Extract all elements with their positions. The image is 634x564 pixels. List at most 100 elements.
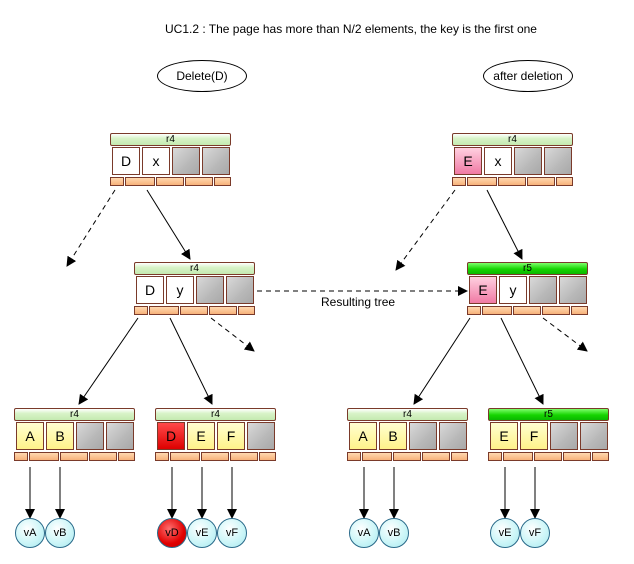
key-cell: A xyxy=(16,422,44,450)
value-node: vB xyxy=(379,518,409,548)
child-pointer-slot xyxy=(89,452,117,461)
delete-label: Delete(D) xyxy=(157,60,247,92)
key-cell: A xyxy=(349,422,377,450)
child-pointer-slot xyxy=(209,306,237,315)
child-pointer-slot xyxy=(259,452,276,461)
value-node: vA xyxy=(15,518,45,548)
page-header: r4 xyxy=(347,408,468,421)
page-header: r5 xyxy=(488,408,609,421)
child-pointer-slot xyxy=(498,177,526,186)
resulting-tree-label: Resulting tree xyxy=(321,295,396,309)
child-pointer-slot xyxy=(488,452,502,461)
child-pointer-slot xyxy=(134,306,148,315)
child-pointer-slot xyxy=(467,306,481,315)
empty-cell xyxy=(172,147,200,175)
empty-cell xyxy=(247,422,275,450)
empty-cell xyxy=(439,422,467,450)
empty-cell xyxy=(202,147,230,175)
child-pointer-slot xyxy=(238,306,255,315)
child-pointer-slot xyxy=(201,452,229,461)
child-pointer-slot xyxy=(534,452,562,461)
child-pointer-slot xyxy=(422,452,450,461)
child-pointer-slot xyxy=(149,306,179,315)
empty-cell xyxy=(544,147,572,175)
key-cell: D xyxy=(157,422,185,450)
child-pointer-slot xyxy=(347,452,361,461)
key-cell: F xyxy=(217,422,245,450)
after-deletion-label-text: after deletion xyxy=(493,69,563,83)
empty-cell xyxy=(106,422,134,450)
empty-cell xyxy=(580,422,608,450)
child-pointer-slot xyxy=(230,452,258,461)
page-title: UC1.2 : The page has more than N/2 eleme… xyxy=(165,22,537,36)
child-pointer-slot xyxy=(156,177,184,186)
empty-cell xyxy=(529,276,557,304)
dashed-edge xyxy=(395,189,456,271)
child-pointer-slot xyxy=(29,452,59,461)
page-header: r4 xyxy=(110,133,231,146)
edge xyxy=(413,317,471,405)
page-header: r4 xyxy=(134,262,255,275)
child-pointer-slot xyxy=(467,177,497,186)
child-pointer-slot xyxy=(592,452,609,461)
key-cell: E xyxy=(454,147,482,175)
child-pointer-slot xyxy=(170,452,200,461)
dashed-edge xyxy=(542,317,588,352)
key-cell: x xyxy=(484,147,512,175)
empty-cell xyxy=(559,276,587,304)
edge xyxy=(486,189,523,260)
child-pointer-slot xyxy=(556,177,573,186)
empty-cell xyxy=(76,422,104,450)
key-cell: B xyxy=(46,422,74,450)
value-node: vE xyxy=(187,518,217,548)
child-pointer-slot xyxy=(503,452,533,461)
key-cell: y xyxy=(499,276,527,304)
key-cell: E xyxy=(469,276,497,304)
empty-cell xyxy=(550,422,578,450)
child-pointer-slot xyxy=(393,452,421,461)
child-pointer-slot xyxy=(482,306,512,315)
value-node: vA xyxy=(349,518,379,548)
empty-cell xyxy=(409,422,437,450)
child-pointer-slot xyxy=(180,306,208,315)
value-node: vF xyxy=(217,518,247,548)
after-deletion-label: after deletion xyxy=(483,60,573,92)
child-pointer-slot xyxy=(513,306,541,315)
key-cell: x xyxy=(142,147,170,175)
child-pointer-slot xyxy=(362,452,392,461)
page-header: r5 xyxy=(467,262,588,275)
child-pointer-slot xyxy=(14,452,28,461)
page-header: r4 xyxy=(452,133,573,146)
key-cell: D xyxy=(112,147,140,175)
value-node: vD xyxy=(157,518,187,548)
empty-cell xyxy=(226,276,254,304)
child-pointer-slot xyxy=(155,452,169,461)
edge xyxy=(169,317,213,405)
key-cell: B xyxy=(379,422,407,450)
child-pointer-slot xyxy=(125,177,155,186)
empty-cell xyxy=(196,276,224,304)
edge xyxy=(78,317,139,405)
child-pointer-slot xyxy=(60,452,88,461)
child-pointer-slot xyxy=(452,177,466,186)
empty-cell xyxy=(514,147,542,175)
edge xyxy=(146,189,191,260)
dashed-edge xyxy=(66,189,116,267)
dashed-edge xyxy=(210,317,255,352)
child-pointer-slot xyxy=(118,452,135,461)
child-pointer-slot xyxy=(185,177,213,186)
value-node: vB xyxy=(45,518,75,548)
child-pointer-slot xyxy=(527,177,555,186)
key-cell: F xyxy=(520,422,548,450)
page-header: r4 xyxy=(14,408,135,421)
edge xyxy=(500,317,544,405)
